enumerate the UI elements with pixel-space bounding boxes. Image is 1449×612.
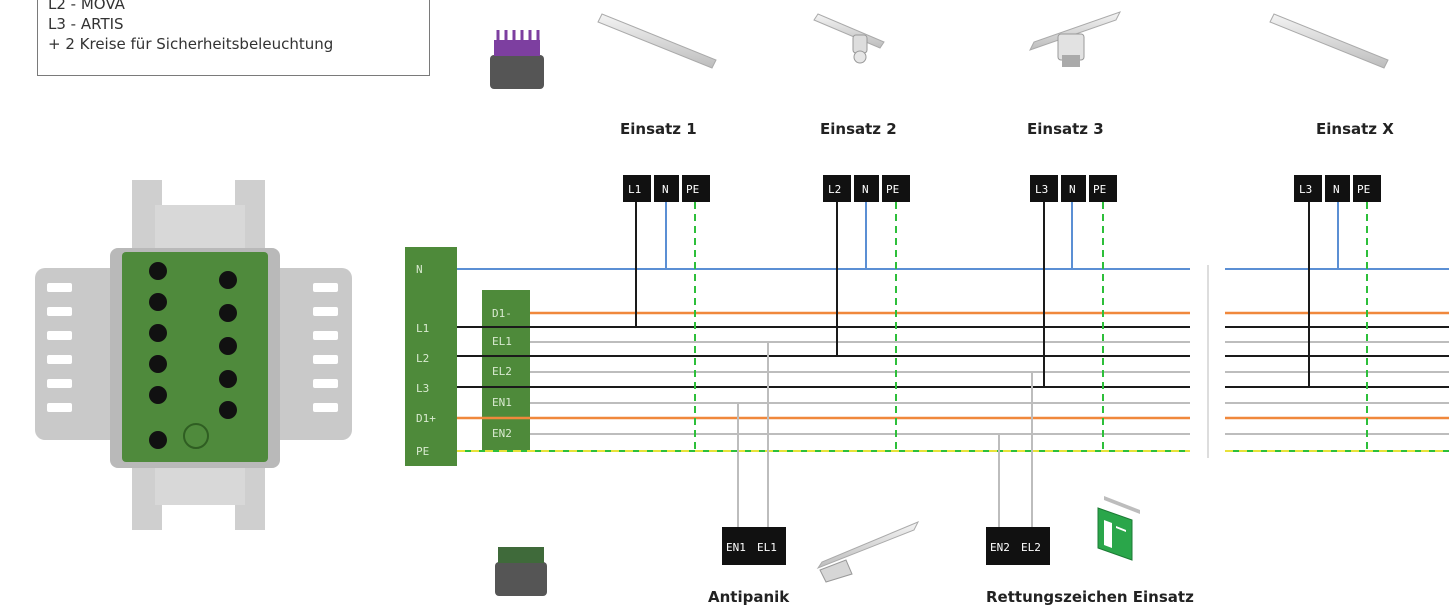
exit-sign-group: EN2 EL2 Rettungszeichen Einsatz xyxy=(986,372,1194,606)
terminal-en2 xyxy=(986,527,1018,565)
svg-text:PE: PE xyxy=(1093,183,1106,196)
terminal-n xyxy=(854,175,879,202)
antipanik-group: EN1 EL1 Antipanik xyxy=(708,342,790,606)
spotlight-icon xyxy=(1029,11,1121,67)
insert-caption: Einsatz 2 xyxy=(820,120,897,138)
legend-line: L3 - ARTIS xyxy=(48,15,124,33)
aux-label-el1: EL1 xyxy=(492,335,512,348)
main-terminal-bar: N L1 L2 L3 D1+ PE xyxy=(405,247,457,466)
bar-label-pe: PE xyxy=(416,445,429,458)
svg-text:L1: L1 xyxy=(628,183,641,196)
aux-terminal-bar: D1- EL1 EL2 EN1 EN2 xyxy=(482,290,530,450)
insert-caption: Einsatz 1 xyxy=(620,120,697,138)
terminal-n xyxy=(1325,175,1350,202)
connector-block-icon xyxy=(490,30,544,89)
bus-lines-main xyxy=(457,268,1190,452)
insert-2: Einsatz 2 L2 N PE xyxy=(820,120,910,451)
bar-label-l2: L2 xyxy=(416,352,429,365)
svg-text:N: N xyxy=(662,183,669,196)
aux-label-en1: EN1 xyxy=(492,396,512,409)
antipanik-caption: Antipanik xyxy=(708,588,790,606)
terminal-pe xyxy=(1089,175,1117,202)
aux-label-el2: EL2 xyxy=(492,365,512,378)
aux-label-d1minus: D1- xyxy=(492,307,512,320)
terminal-el1 xyxy=(754,527,786,565)
insert-x: Einsatz X L3 N PE xyxy=(1294,120,1394,451)
terminal-l2 xyxy=(823,175,851,202)
legend-line: + 2 Kreise für Sicherheitsbeleuchtung xyxy=(48,35,334,53)
svg-text:EN2: EN2 xyxy=(990,541,1010,554)
linear-luminaire-icon xyxy=(816,521,920,583)
terminal-n xyxy=(654,175,679,202)
bar-label-n: N xyxy=(416,263,423,276)
terminal-l1 xyxy=(623,175,651,202)
svg-text:N: N xyxy=(1333,183,1340,196)
legend-box: L2 - MOVA L3 - ARTIS + 2 Kreise für Sich… xyxy=(37,0,430,76)
terminal-pe xyxy=(1353,175,1381,202)
bus-lines-continued xyxy=(1225,268,1449,452)
bar-label-l3: L3 xyxy=(416,382,429,395)
connector-block-icon xyxy=(495,547,547,596)
aux-label-en2: EN2 xyxy=(492,427,512,440)
svg-text:EL1: EL1 xyxy=(757,541,777,554)
terminal-n xyxy=(1061,175,1086,202)
svg-text:N: N xyxy=(862,183,869,196)
svg-text:L2: L2 xyxy=(828,183,841,196)
insert-3: Einsatz 3 L3 N PE xyxy=(1027,120,1117,451)
terminal-module-icon xyxy=(35,180,352,530)
svg-text:PE: PE xyxy=(1357,183,1370,196)
terminal-pe xyxy=(682,175,710,202)
legend-line: L2 - MOVA xyxy=(48,0,125,13)
svg-text:PE: PE xyxy=(886,183,899,196)
svg-text:L3: L3 xyxy=(1035,183,1048,196)
svg-text:EL2: EL2 xyxy=(1021,541,1041,554)
exit-sign-caption: Rettungszeichen Einsatz xyxy=(986,588,1194,606)
linear-luminaire-icon xyxy=(597,13,717,69)
bar-label-l1: L1 xyxy=(416,322,429,335)
terminal-l3 xyxy=(1030,175,1058,202)
insert-caption: Einsatz 3 xyxy=(1027,120,1104,138)
linear-luminaire-icon xyxy=(1269,13,1389,69)
exit-sign-icon xyxy=(1097,496,1140,561)
bar-label-d1plus: D1+ xyxy=(416,412,436,425)
terminal-l3 xyxy=(1294,175,1322,202)
svg-text:PE: PE xyxy=(686,183,699,196)
svg-text:L3: L3 xyxy=(1299,183,1312,196)
spotlight-icon xyxy=(813,13,885,64)
insert-caption: Einsatz X xyxy=(1316,120,1394,138)
terminal-el2 xyxy=(1018,527,1050,565)
terminal-en1 xyxy=(722,527,754,565)
terminal-pe xyxy=(882,175,910,202)
insert-1: Einsatz 1 L1 N PE xyxy=(620,120,710,451)
svg-text:N: N xyxy=(1069,183,1076,196)
svg-text:EN1: EN1 xyxy=(726,541,746,554)
